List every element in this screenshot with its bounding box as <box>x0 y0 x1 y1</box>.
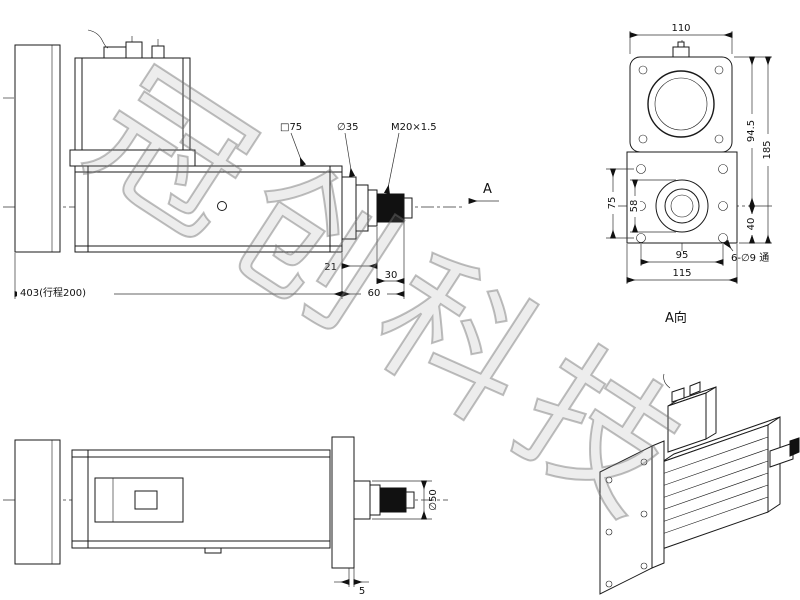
dim-rod-flange-dia: ∅35 <box>337 122 358 133</box>
dim-94-5: 94.5 <box>746 120 757 142</box>
dim-body-square: □75 <box>280 122 302 133</box>
front-flange-plate <box>331 436 355 569</box>
dim-95: 95 <box>676 250 689 261</box>
dim-58: 58 <box>629 200 640 213</box>
motor-pilot-circle <box>647 70 715 138</box>
motor-flange <box>69 149 196 167</box>
cylinder-body-plan <box>71 449 331 549</box>
dim-185: 185 <box>762 140 773 159</box>
motor-mount-slot <box>94 477 184 523</box>
dim-thread-spec: M20×1.5 <box>391 122 437 133</box>
body-tab <box>204 547 222 554</box>
threaded-rod-plan <box>379 487 407 513</box>
rear-mount-plate <box>14 44 61 253</box>
cylinder-body <box>74 165 343 253</box>
dim-30: 30 <box>385 270 398 281</box>
dim-overall-length: 403(行程200) <box>20 286 86 299</box>
dim-60: 60 <box>368 288 381 299</box>
dim-115: 115 <box>672 268 691 279</box>
iso-motor-connector-1 <box>671 387 685 403</box>
rear-mount-plate-plan <box>14 439 61 565</box>
motor-body <box>74 57 191 151</box>
side-view-dimensions: □75 ∅35 M20×1.5 21 30 403(行程200) 60 A <box>14 122 499 299</box>
a-view: 110 94.5 40 185 58 75 95 115 6-∅9 通 A向 <box>606 23 773 326</box>
iso-motor-connector-2 <box>689 381 701 396</box>
iso-plate-face <box>599 445 653 595</box>
side-view: □75 ∅35 M20×1.5 21 30 403(行程200) 60 A <box>3 29 499 299</box>
iso-rod-tip <box>789 437 800 457</box>
motor-top-tab <box>672 46 690 58</box>
iso-body-fins <box>661 436 769 535</box>
rod-end-plan <box>353 480 415 520</box>
iso-plate-edge <box>651 440 665 569</box>
iso-motor <box>663 373 717 453</box>
plan-view: ∅50 5 <box>3 436 448 597</box>
sensor-hole <box>217 201 227 211</box>
iso-motor-cable <box>663 373 671 389</box>
iso-plate-screws <box>605 458 648 588</box>
dim-5: 5 <box>359 586 365 597</box>
iso-view <box>599 373 800 595</box>
rod-flange-outer <box>655 179 709 233</box>
rod-end <box>341 176 413 240</box>
motor-connector <box>87 29 165 59</box>
section-arrow-label: A <box>483 182 492 197</box>
threaded-rod <box>376 193 405 223</box>
a-view-dimensions: 110 94.5 40 185 58 75 95 115 6-∅9 通 A向 <box>606 23 773 326</box>
dim-75: 75 <box>607 197 618 210</box>
dim-40: 40 <box>746 218 757 231</box>
dim-21: 21 <box>324 262 337 273</box>
iso-rod <box>769 442 794 468</box>
front-plate-face <box>626 151 738 244</box>
holes-note: 6-∅9 通 <box>731 252 769 264</box>
dim-rod-dia: ∅50 <box>428 489 439 510</box>
view-a-label: A向 <box>665 310 687 326</box>
dim-110: 110 <box>671 23 690 34</box>
plan-view-dimensions: ∅50 5 <box>334 480 439 597</box>
